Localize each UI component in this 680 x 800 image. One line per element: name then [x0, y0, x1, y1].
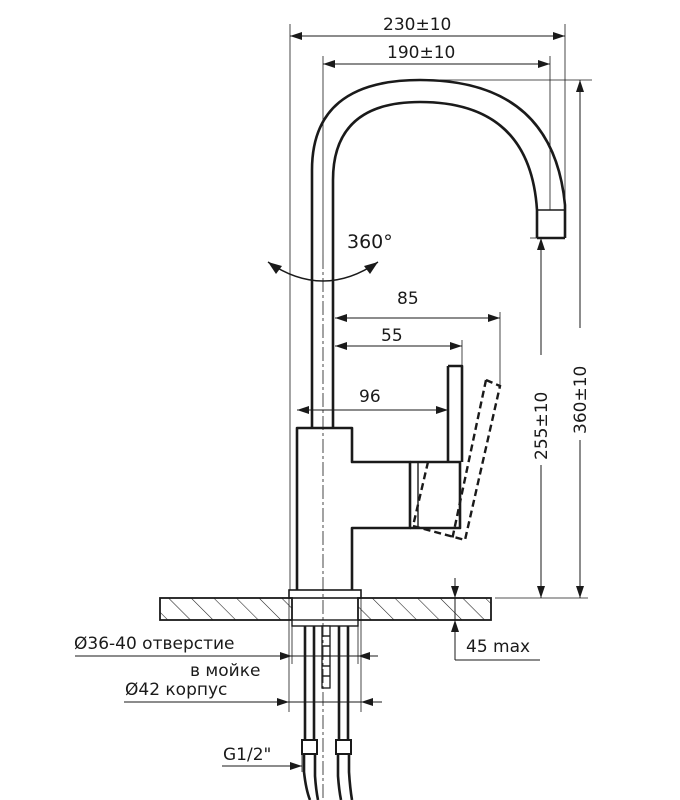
overall-width-label: 230±10 — [383, 15, 451, 35]
sink-thickness-label: 45 max — [466, 637, 530, 657]
dim-spout-reach: 190±10 — [322, 43, 551, 255]
dim-lever-outer: 85 — [335, 289, 501, 386]
dim-thread: G1/2" — [222, 745, 303, 772]
dim-body-width: 96 — [297, 387, 448, 414]
body-diameter-label: Ø42 корпус — [125, 680, 227, 700]
dim-spout-height: 255±10 — [495, 237, 588, 599]
dim-overall-height: 360±10 — [440, 79, 592, 598]
thread-label: G1/2" — [223, 745, 271, 765]
rotation-indicator: 360° — [267, 231, 393, 282]
faucet-body — [288, 78, 567, 599]
overall-height-label: 360±10 — [571, 366, 591, 434]
dim-sink-thickness: 45 max — [451, 578, 540, 661]
supply-hoses — [301, 625, 354, 800]
rotation-label: 360° — [347, 231, 393, 253]
sink-countertop — [159, 597, 492, 627]
spout-reach-label: 190±10 — [387, 43, 455, 63]
body-width-label: 96 — [359, 387, 381, 407]
lever-outer-label: 85 — [397, 289, 419, 309]
hole-label-line1: Ø36-40 отверстие — [74, 634, 235, 654]
dim-lever-inner: 55 — [335, 326, 463, 366]
spout-height-label: 255±10 — [532, 392, 552, 460]
dim-body-diameter: Ø42 корпус — [124, 598, 382, 712]
dim-hole-diameter: Ø36-40 отверстие в мойке — [74, 626, 378, 681]
lever-inner-label: 55 — [381, 326, 403, 346]
dim-overall-width: 230±10 — [289, 15, 566, 590]
hole-label-line2: в мойке — [190, 661, 260, 681]
